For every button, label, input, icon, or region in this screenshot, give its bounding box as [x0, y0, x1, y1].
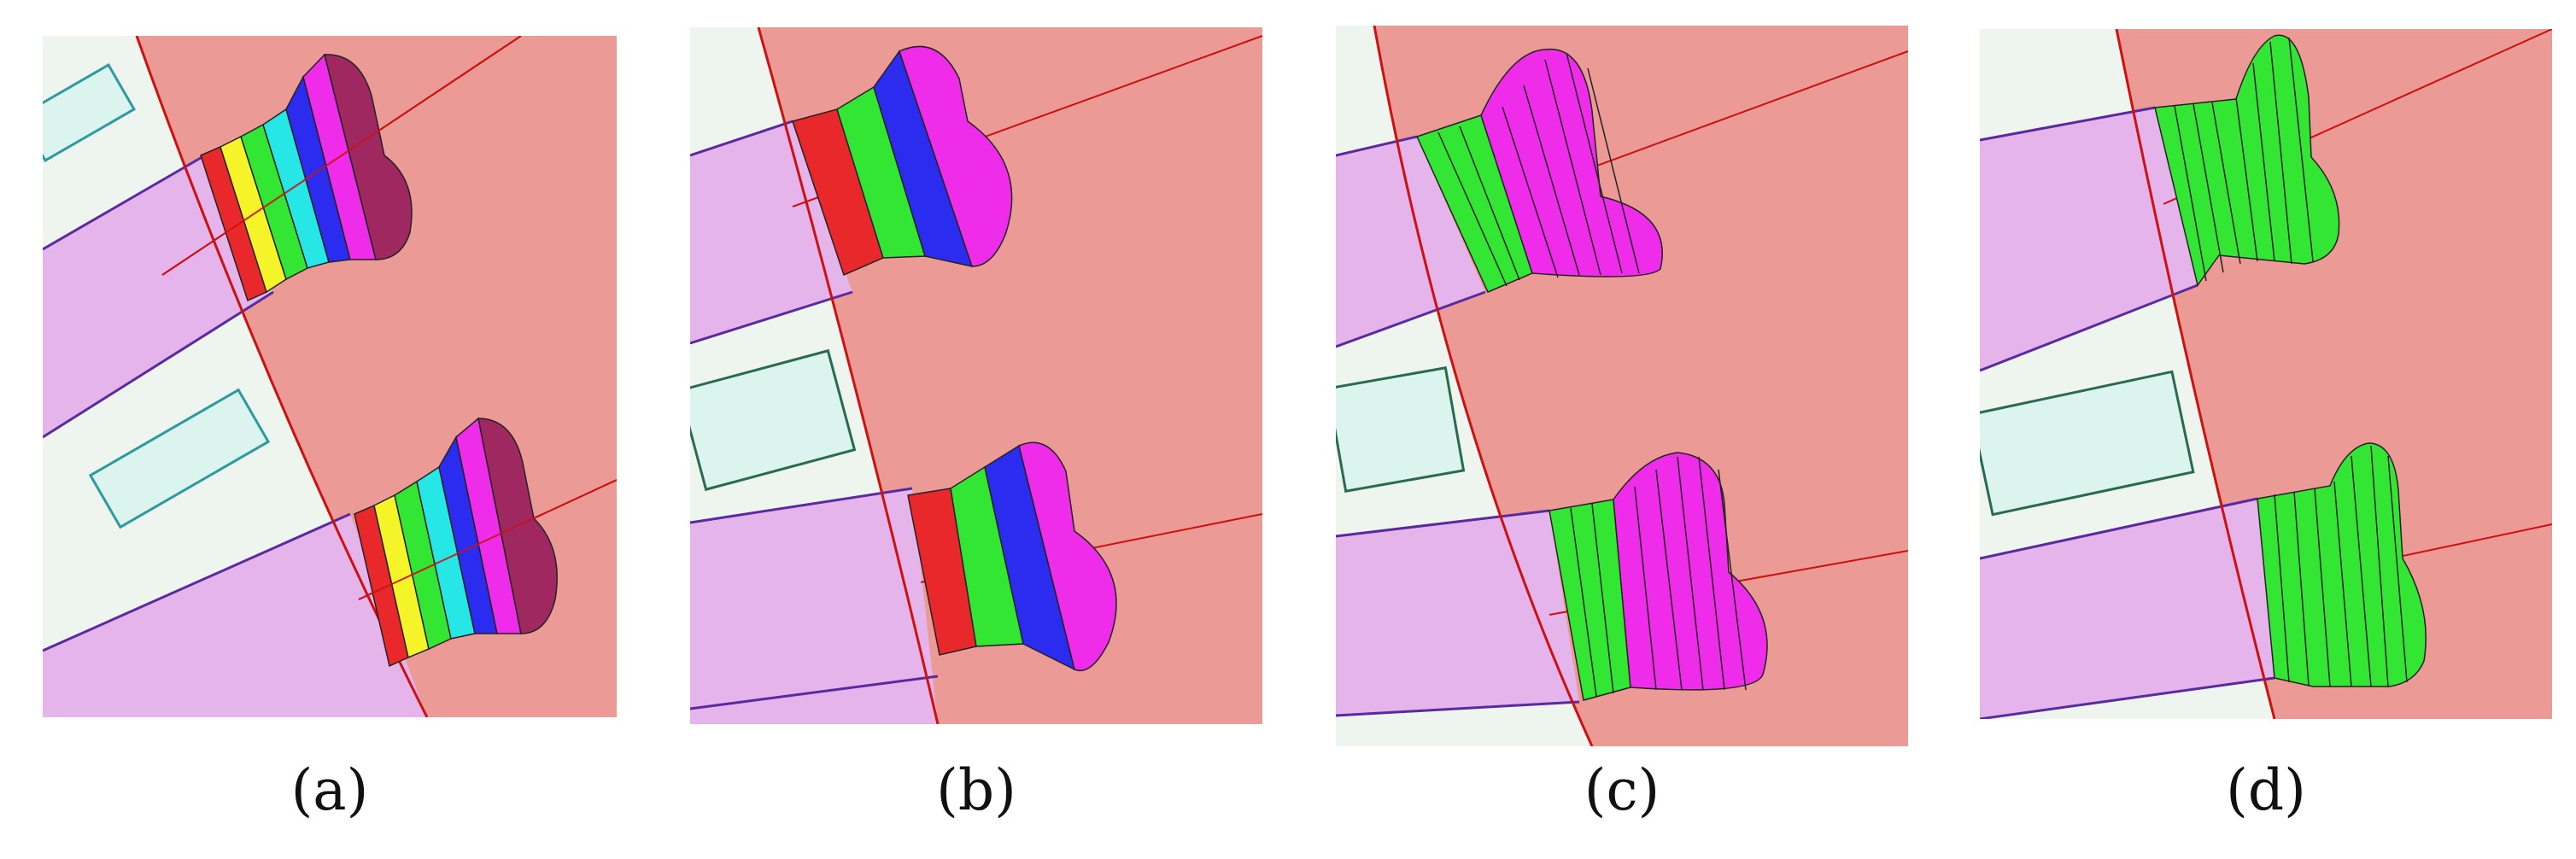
slot-lower: [907, 441, 1117, 671]
slot-upper: [1415, 48, 1663, 293]
panel-b: [690, 27, 1262, 724]
slot-upper: [792, 45, 1013, 277]
panel-a: [43, 36, 617, 717]
caption-d: (d): [2226, 757, 2306, 823]
caption-b: (b): [936, 757, 1016, 823]
panel-b-diagram: [690, 27, 1262, 724]
caption-c: (c): [1584, 757, 1660, 823]
slot-upper: [2154, 34, 2340, 287]
slot-lower: [354, 417, 558, 668]
panel-c: [1336, 26, 1908, 746]
panel-d-diagram: [1980, 29, 2552, 719]
panel-c-diagram: [1336, 26, 1908, 746]
slot-lower: [2257, 442, 2427, 687]
caption-a: (a): [290, 757, 369, 823]
slot-lower: [1549, 452, 1768, 701]
panel-a-diagram: [43, 36, 617, 717]
panel-d: [1980, 29, 2552, 719]
